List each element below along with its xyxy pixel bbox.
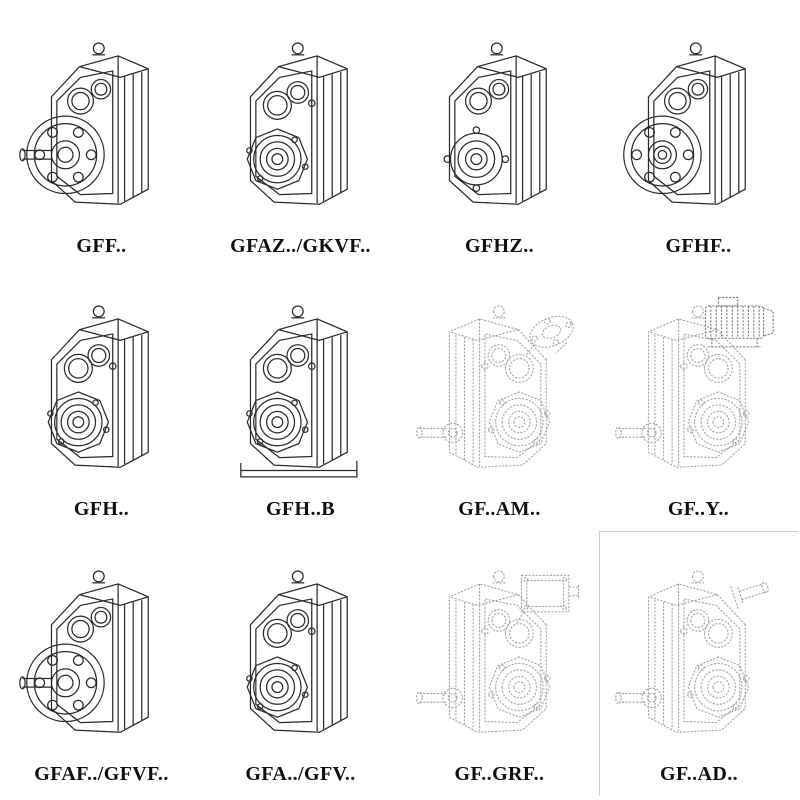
gearbox-symbol xyxy=(240,306,356,477)
product-type-label: GFAF../GFVF.. xyxy=(34,763,169,785)
gearbox-input-shaft-drawing xyxy=(613,551,785,763)
catalog-item-gf-am: GF..AM.. xyxy=(400,268,599,532)
catalog-item-gfaf-gfvf: GFAF../GFVF.. xyxy=(2,531,201,796)
catalog-item-gfhf: GFHF.. xyxy=(599,4,798,268)
catalog-item-gfhz: GFHZ.. xyxy=(400,4,599,268)
gearbox-symbol xyxy=(444,43,546,204)
gearbox-hollow-shaft-drawing xyxy=(215,23,387,235)
catalog-item-gf-grf: GF..GRF.. xyxy=(400,531,599,796)
product-type-label: GFH..B xyxy=(265,498,336,521)
product-type-label: GF..GRF.. xyxy=(454,763,545,785)
gearbox-hollow-shaft-drawing xyxy=(16,286,188,498)
product-type-label: GFAZ../GKVF.. xyxy=(230,234,371,257)
gearbox-symbol xyxy=(47,306,148,467)
catalog-item-gfaz-gkvf: GFAZ../GKVF.. xyxy=(201,4,400,268)
gearbox-hollow-shaft-base-drawing xyxy=(215,286,387,498)
gearbox-hollow-flange-drawing xyxy=(613,23,785,235)
catalog-item-gf-ad: GF..AD.. xyxy=(599,531,798,796)
gearbox-symbol xyxy=(623,43,744,204)
catalog-item-gfa-gfv: GFA../GFV.. xyxy=(201,531,400,796)
gearbox-motor-adapter-drawing xyxy=(414,286,586,498)
gearbox-symbol xyxy=(19,43,147,204)
product-type-label: GF..AD.. xyxy=(659,763,739,785)
gearbox-with-motor-drawing xyxy=(613,286,785,498)
catalog-item-gfh-b: GFH..B xyxy=(201,268,400,532)
product-type-label: GFHZ.. xyxy=(464,234,535,257)
product-type-label: GFH.. xyxy=(73,498,130,521)
gearbox-symbol xyxy=(246,43,347,204)
product-type-label: GFF.. xyxy=(76,234,127,257)
gearbox-shrink-disc-drawing xyxy=(414,23,586,235)
product-type-label: GFA../GFV.. xyxy=(245,763,356,785)
gearbox-hollow-shaft-drawing xyxy=(215,551,387,763)
gearbox-symbol xyxy=(615,298,772,468)
gearbox-symbol xyxy=(416,306,577,467)
gearbox-shaft-adapter-box-drawing xyxy=(414,551,586,763)
gearbox-symbol xyxy=(19,571,147,732)
product-type-label: GF..Y.. xyxy=(667,498,730,521)
gearbox-flange-shaft-drawing xyxy=(16,551,188,763)
gearbox-symbol xyxy=(246,571,347,732)
catalog-item-gfh: GFH.. xyxy=(2,268,201,532)
product-type-label: GF..AM.. xyxy=(458,498,541,521)
gearbox-symbol xyxy=(616,571,772,732)
catalog-item-gff: GFF.. xyxy=(2,4,201,268)
catalog-item-gf-y: GF..Y.. xyxy=(599,268,798,532)
product-type-label: GFHF.. xyxy=(665,234,732,257)
gearbox-flange-shaft-drawing xyxy=(16,23,188,235)
gearbox-symbol xyxy=(416,571,578,732)
